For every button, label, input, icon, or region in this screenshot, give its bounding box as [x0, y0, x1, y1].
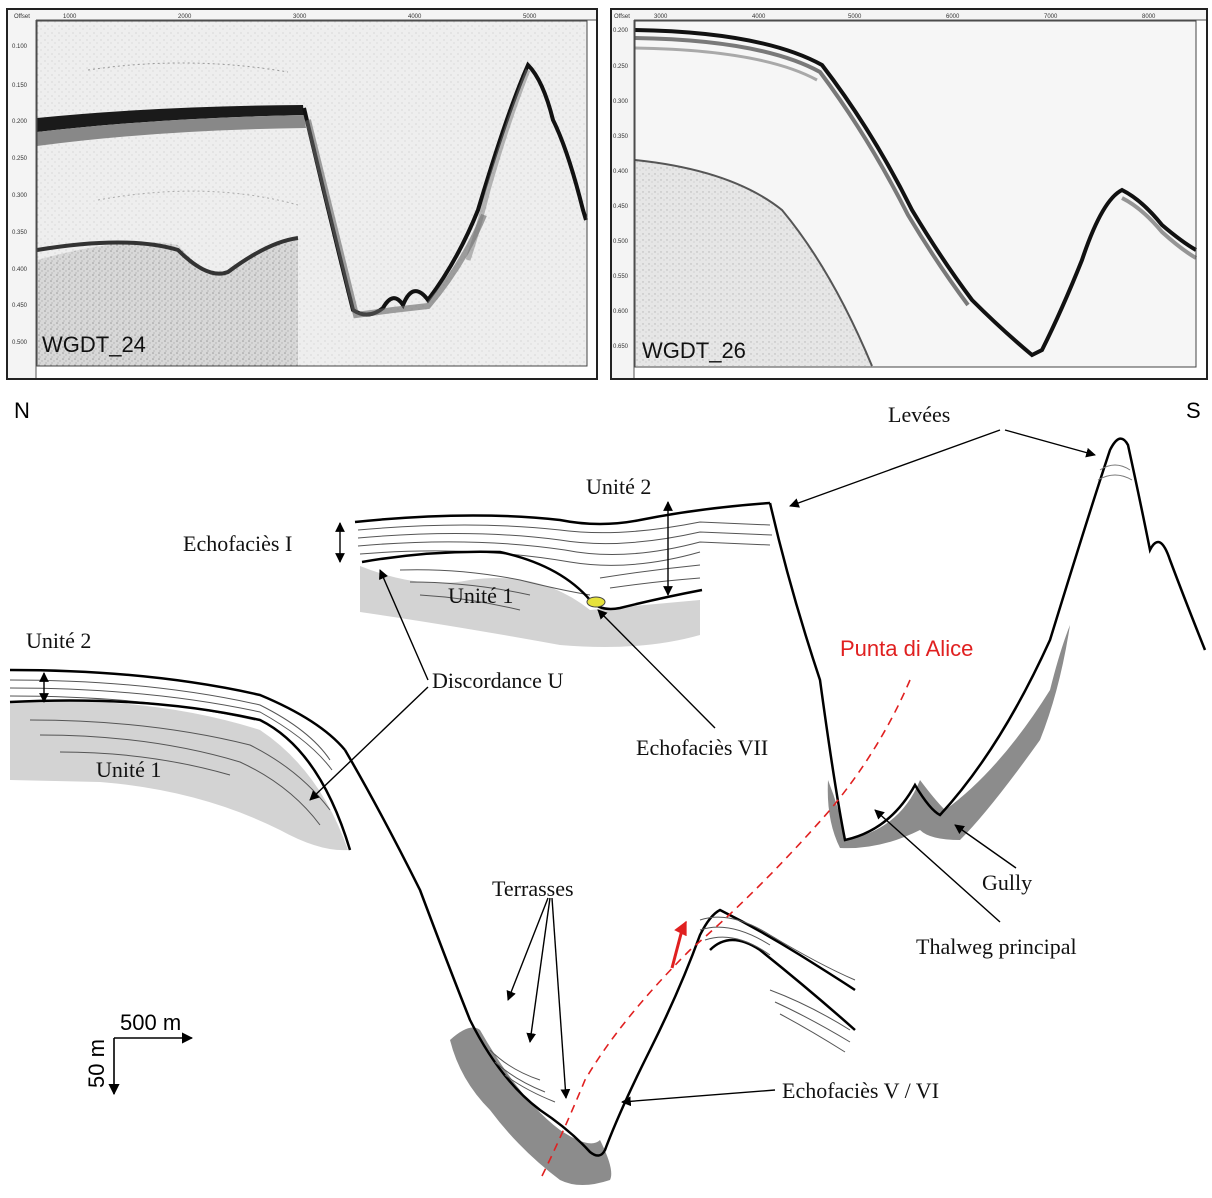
x-tick: 4000: [408, 14, 422, 20]
label-levees: Levées: [888, 402, 950, 427]
strata-terraces: [489, 1049, 556, 1103]
y-tick: 0.300: [613, 99, 629, 105]
y-tick: 0.600: [613, 309, 629, 315]
axis-title: Offset: [614, 14, 630, 20]
y-tick: 0.550: [613, 274, 629, 280]
y-tick: 0.400: [613, 169, 629, 175]
y-tick: 0.350: [12, 230, 28, 236]
x-tick: 7000: [1044, 14, 1058, 20]
label-echofacies-i: Echofaciès I: [183, 531, 292, 556]
strata-right-block: [699, 916, 856, 1053]
y-tick: 0.200: [12, 119, 28, 125]
unite-1-fill-upper: [360, 566, 700, 648]
seismic-image-wgdt-26: Offset 3000 4000 5000 6000 7000 8000 0.2…: [612, 10, 1206, 378]
scale-bar: 500 m 50 m: [84, 1010, 194, 1096]
y-tick: 0.450: [12, 303, 28, 309]
x-tick: 5000: [523, 14, 537, 20]
x-tick: 3000: [293, 14, 307, 20]
echofacies-vii-marker: [586, 596, 606, 608]
strata-upper: [357, 521, 773, 611]
y-tick: 0.100: [12, 44, 28, 50]
x-tick: 5000: [848, 14, 862, 20]
label-discordance-u: Discordance U: [432, 668, 563, 693]
label-unite-2-left: Unité 2: [26, 628, 91, 653]
label-unite-1-left: Unité 1: [96, 757, 161, 782]
profile-label: WGDT_24: [42, 332, 146, 357]
y-tick: 0.250: [12, 156, 28, 162]
label-echofacies-vii: Echofaciès VII: [636, 735, 768, 760]
y-tick: 0.650: [613, 344, 629, 350]
unite-1-fill-left: [10, 700, 348, 851]
y-tick: 0.300: [12, 193, 28, 199]
label-punta-di-alice: Punta di Alice: [840, 636, 973, 661]
seismic-profile-wgdt-24: Offset 1000 2000 3000 4000 5000 0.100 0.…: [6, 8, 598, 380]
canyon-deposit-fill: [450, 1027, 612, 1185]
y-tick: 0.400: [12, 267, 28, 273]
y-tick: 0.200: [613, 28, 629, 34]
y-tick: 0.500: [12, 340, 28, 346]
seismic-image-wgdt-24: Offset 1000 2000 3000 4000 5000 0.100 0.…: [8, 10, 596, 378]
y-tick: 0.500: [613, 239, 629, 245]
y-tick: 0.150: [12, 83, 28, 89]
thalweg-deposit-fill: [827, 625, 1070, 849]
seafloor-north: [343, 749, 856, 1157]
label-thalweg-principal: Thalweg principal: [916, 934, 1077, 959]
y-tick: 0.250: [613, 64, 629, 70]
seismic-profile-wgdt-26: Offset 3000 4000 5000 6000 7000 8000 0.2…: [610, 8, 1208, 380]
profile-label: WGDT_26: [642, 338, 746, 363]
seafloor-south: [768, 437, 1207, 842]
x-tick: 1000: [63, 14, 77, 20]
x-tick: 2000: [178, 14, 192, 20]
scale-vertical: 50 m: [84, 1039, 109, 1088]
label-unite-2-upper: Unité 2: [586, 474, 651, 499]
y-tick: 0.350: [613, 134, 629, 140]
label-terrasses: Terrasses: [492, 876, 574, 901]
x-tick: 6000: [946, 14, 960, 20]
south-label: S: [1186, 398, 1201, 423]
x-tick: 8000: [1142, 14, 1156, 20]
axis-title: Offset: [14, 14, 30, 20]
x-tick: 4000: [752, 14, 766, 20]
label-echofacies-v-vi: Echofaciès V / VI: [782, 1078, 939, 1103]
label-unite-1-upper: Unité 1: [448, 583, 513, 608]
interpretation-diagram: N S: [9, 398, 1207, 1185]
label-gully: Gully: [982, 870, 1032, 895]
north-label: N: [14, 398, 30, 423]
x-tick: 3000: [654, 14, 668, 20]
scale-horizontal: 500 m: [120, 1010, 181, 1035]
punta-di-alice-fault: [539, 679, 911, 1181]
y-tick: 0.450: [613, 204, 629, 210]
